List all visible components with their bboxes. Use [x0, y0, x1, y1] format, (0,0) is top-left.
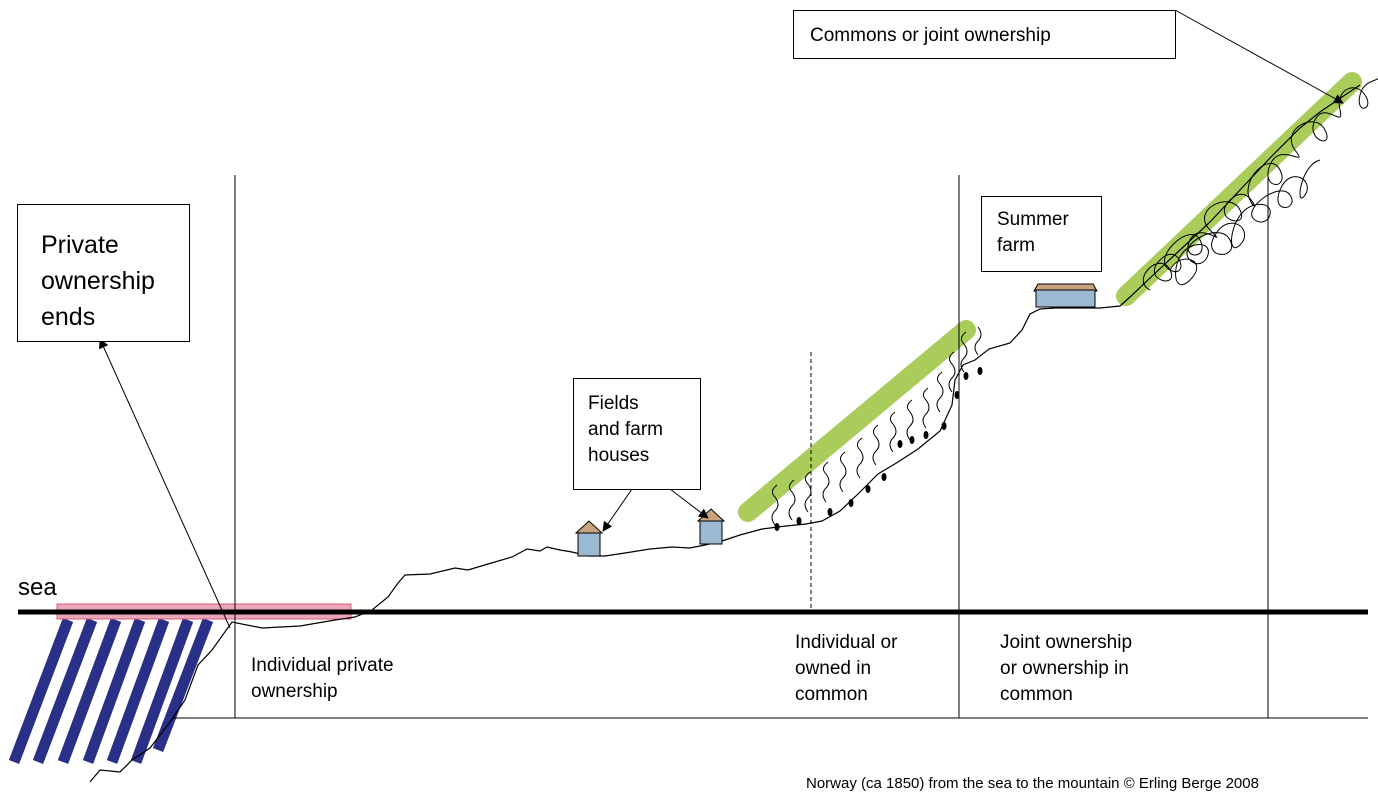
arrow-commons — [1174, 9, 1344, 104]
zone-joint: Joint ownership or ownership in common — [1000, 630, 1132, 708]
sea-stripe — [32, 618, 98, 764]
vegetation-band-lower — [738, 320, 976, 522]
commons-label: Commons or joint ownership — [810, 25, 1051, 46]
sea-stripe — [82, 618, 146, 764]
summer-farm-line-1: Summer — [997, 209, 1069, 230]
private-ends-line-2: ownership — [41, 267, 155, 295]
sea-stripe — [57, 618, 122, 764]
mountain-scribble — [1142, 78, 1378, 291]
vegetation-band-upper — [1116, 72, 1362, 306]
sea-label: sea — [18, 574, 57, 601]
private-ends-line-1: Private — [41, 231, 119, 259]
zone-joint-line-1: Joint ownership — [1000, 632, 1133, 653]
summer-farm-line-2: farm — [997, 235, 1035, 256]
zone-individual-private-line-2: ownership — [251, 681, 338, 702]
sea-stripe — [130, 618, 194, 764]
summer-farm-house — [1033, 283, 1098, 308]
zone-individual-private: Individual private ownership — [251, 653, 394, 705]
callout-arrows — [99, 9, 1344, 629]
mountain-scribble — [1169, 159, 1321, 286]
arrow-private-ends — [99, 338, 231, 629]
fields-line-2: and farm — [588, 419, 663, 440]
zone-individual-common: Individual or owned in common — [795, 630, 897, 708]
zone-individual-common-line-2: owned in — [795, 658, 872, 679]
sea-stripe — [8, 618, 74, 764]
zone-individual-common-line-3: common — [795, 684, 868, 705]
sea-stripes — [8, 618, 214, 764]
private-ownership-ends-box: Private ownership ends — [17, 204, 190, 342]
private-ends-line-3: ends — [41, 303, 96, 331]
fields-line-3: houses — [588, 445, 650, 466]
fields-line-1: Fields — [588, 393, 639, 414]
caption: Norway (ca 1850) from the sea to the mou… — [806, 775, 1259, 792]
arrow-fields-1 — [602, 488, 633, 532]
farm-house-1 — [574, 520, 604, 557]
scrub-squiggles — [771, 326, 982, 526]
commons-box: Commons or joint ownership — [793, 10, 1176, 59]
sea-stripe — [152, 618, 214, 752]
summer-farm-box: Summer farm — [981, 196, 1102, 272]
zone-dividers — [234, 175, 1269, 718]
arrow-fields-2 — [669, 488, 709, 519]
farm-house-2 — [696, 508, 726, 545]
zone-joint-line-2: or ownership in — [1000, 658, 1129, 679]
tree-dots — [774, 367, 983, 531]
vegetation-bands — [738, 72, 1362, 522]
zone-joint-line-3: common — [1000, 684, 1073, 705]
sea-stripe — [106, 618, 170, 764]
zone-individual-private-line-1: Individual private — [251, 655, 394, 676]
zone-individual-common-line-1: Individual or — [795, 632, 898, 653]
fields-box: Fields and farm houses — [573, 378, 701, 490]
